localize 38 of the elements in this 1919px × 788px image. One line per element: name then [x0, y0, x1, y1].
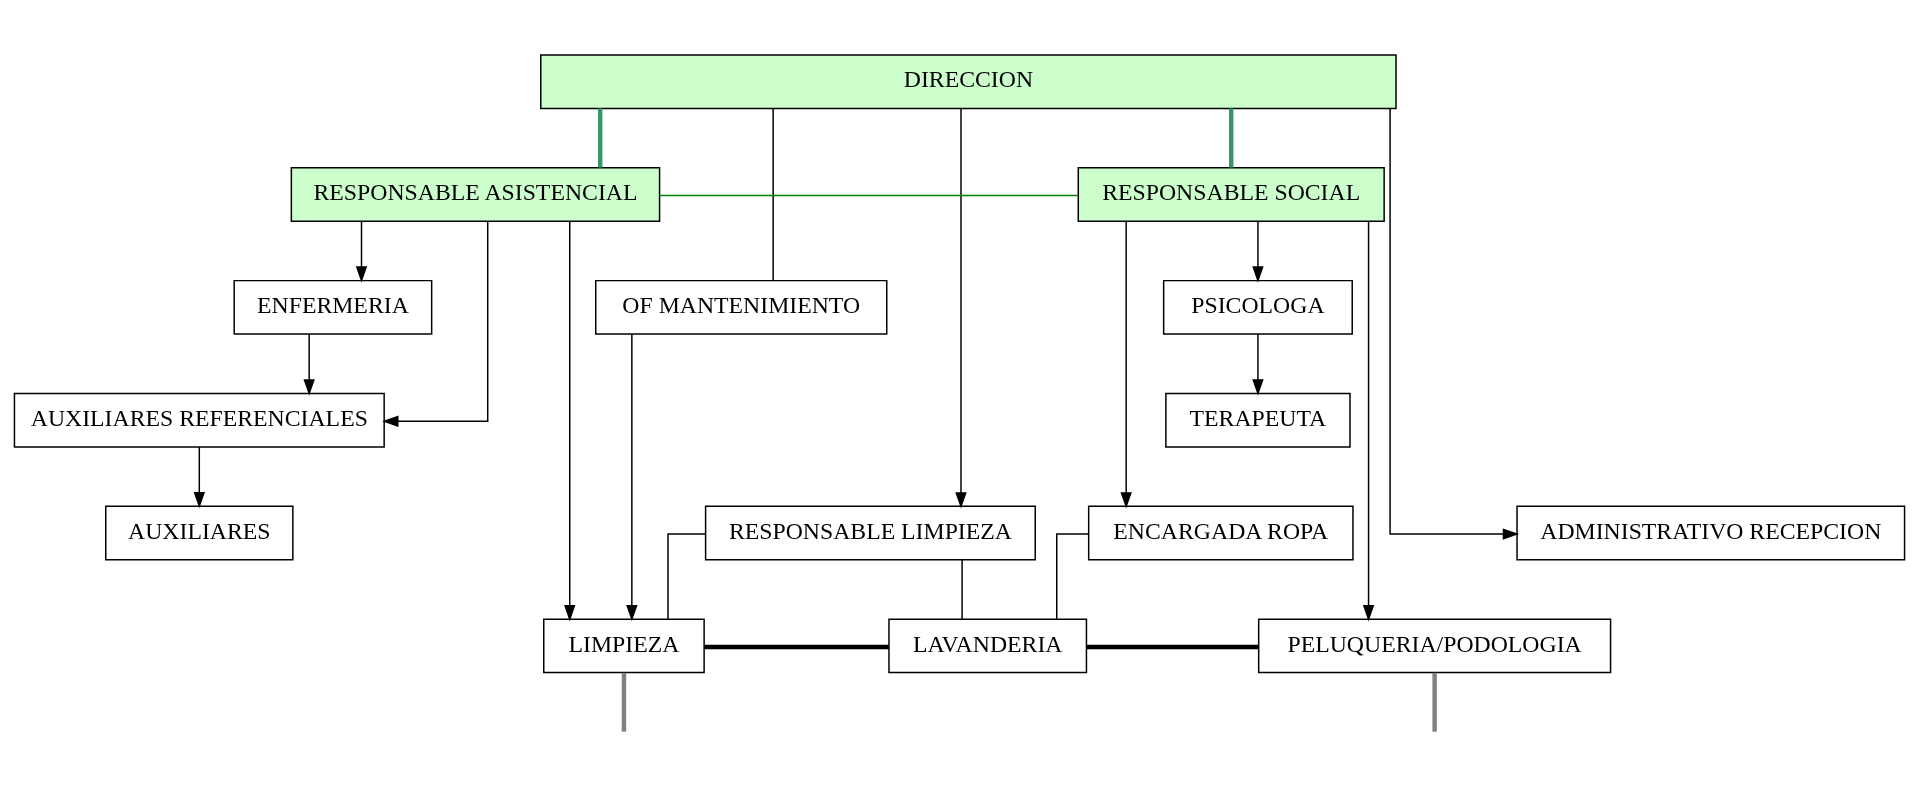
connector [1432, 672, 1437, 732]
arrow [193, 446, 206, 509]
node-box: OF MANTENIMIENTO [595, 279, 888, 335]
node-box: RESPONSABLE LIMPIEZA [704, 505, 1036, 561]
arrow [1252, 333, 1264, 396]
node-box: ENFERMERIA [233, 279, 433, 335]
connector [597, 108, 603, 168]
arrow [564, 220, 576, 622]
node-box: RESPONSABLE ASISTENCIAL [290, 167, 661, 222]
node-box: LAVANDERIA [888, 618, 1088, 674]
connector [772, 107, 774, 282]
connector [961, 559, 963, 620]
node-box: LIMPIEZA [543, 618, 705, 674]
arrow [1362, 220, 1375, 622]
node-box: PELUQUERIA/PODOLOGIA [1257, 618, 1612, 674]
connector [667, 533, 707, 620]
node-box: TERAPEUTA [1165, 392, 1351, 448]
arrow [303, 333, 315, 396]
arrow [355, 220, 368, 283]
node-box: PSICOLOGA [1162, 279, 1353, 335]
connector [659, 194, 1079, 197]
node-box: AUXILIARES [105, 505, 294, 561]
node-box: RESPONSABLE SOCIAL [1077, 167, 1385, 222]
arrow [626, 333, 638, 622]
node-box: DIRECCION [540, 54, 1397, 110]
connector [1086, 644, 1259, 650]
arrow [1252, 220, 1264, 283]
connector [621, 672, 627, 732]
arrow [382, 220, 489, 427]
arrow [1120, 220, 1132, 509]
arrow [955, 107, 967, 509]
node-box: ADMINISTRATIVO RECEPCION [1516, 505, 1906, 561]
connector [704, 644, 889, 650]
connector [1229, 108, 1234, 168]
connector [1056, 533, 1090, 620]
arrow [1389, 107, 1520, 540]
node-box: AUXILIARES REFERENCIALES [13, 392, 385, 448]
node-box: ENCARGADA ROPA [1087, 505, 1354, 561]
